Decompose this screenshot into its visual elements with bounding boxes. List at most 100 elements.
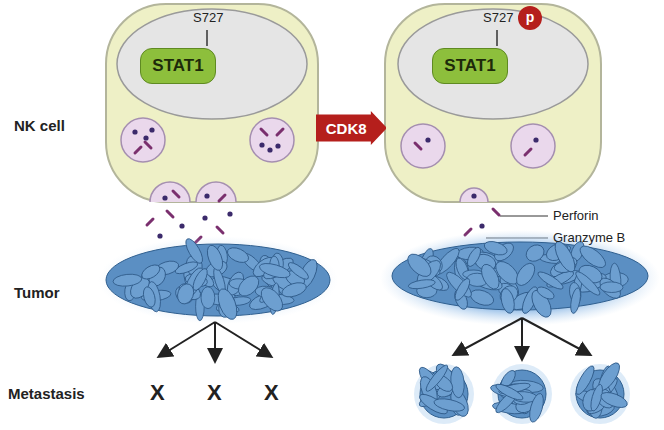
tumor-cell — [257, 284, 287, 315]
nucleus — [117, 9, 307, 119]
perforin-rod — [493, 209, 499, 215]
granzyme-dot — [157, 233, 162, 238]
perforin-rod — [217, 227, 223, 233]
granzyme-dot — [162, 195, 167, 200]
granule-contents — [132, 127, 538, 243]
tumor-cell — [112, 273, 142, 288]
protein-box: STAT1 — [432, 48, 508, 84]
tumor-cell — [214, 286, 240, 322]
tumor-cell — [204, 243, 225, 272]
granzyme-dot — [202, 215, 207, 220]
granzyme-dot — [149, 127, 154, 132]
tumor-cell — [523, 242, 547, 265]
tumor-cell — [468, 287, 495, 308]
granule — [511, 124, 555, 168]
tumor-cell — [600, 282, 623, 293]
tumor-cell — [478, 262, 503, 292]
secreting-granule — [150, 182, 190, 202]
perforin-rod — [415, 143, 421, 149]
granzyme-dot — [479, 223, 484, 228]
tumor-cell — [139, 262, 162, 282]
granule — [121, 118, 165, 162]
tumor-cell — [404, 250, 435, 281]
residue-label: S727 — [193, 10, 223, 25]
perforin-rod — [167, 211, 173, 217]
node-text: p — [526, 9, 535, 25]
nucleus — [398, 9, 588, 119]
metastases — [414, 360, 630, 424]
protein-box: STAT1 — [140, 48, 216, 84]
tumor-cell — [183, 236, 206, 265]
tumor-cell — [280, 280, 308, 300]
tumor — [392, 239, 648, 321]
perforin-rod — [261, 129, 267, 135]
tumor-halo — [380, 230, 660, 326]
residue-line — [496, 30, 498, 46]
tumor-cell — [235, 272, 263, 300]
granzyme-dot — [425, 137, 430, 142]
tumor-cell — [433, 396, 466, 413]
tumor-cell — [286, 260, 311, 282]
nk-cell — [106, 4, 318, 202]
tumor-cell — [225, 245, 251, 266]
blocked-mark: X — [150, 380, 165, 406]
molecule-label: Perforin — [553, 208, 599, 223]
residue-line — [206, 30, 208, 46]
tumor-cell — [527, 392, 546, 424]
tumor-halo — [98, 236, 338, 324]
perforin-rod — [147, 219, 153, 225]
tumor-cell — [483, 239, 509, 258]
perforin-rod — [173, 191, 179, 197]
metastasis-halo — [570, 364, 630, 424]
node-text: CDK8 — [326, 120, 367, 137]
tumor-cell — [465, 245, 483, 268]
granzyme-dot — [204, 193, 209, 198]
granzyme-dot — [227, 211, 232, 216]
molecule-label: Granzyme B — [553, 230, 625, 245]
granule — [250, 118, 294, 162]
granzyme-dot — [267, 147, 272, 152]
granzyme-dot — [275, 143, 280, 148]
residue-label: S727 — [483, 10, 513, 25]
leader-line — [500, 216, 548, 217]
granzyme-dot — [533, 137, 538, 142]
secreting-granule — [196, 182, 236, 202]
tumor-cell — [494, 381, 525, 402]
blocked-mark: X — [264, 380, 279, 406]
granule — [401, 124, 445, 168]
kinase-arrow: CDK8 — [316, 111, 387, 145]
tumor-cell — [201, 287, 215, 309]
tumor-cell — [258, 261, 292, 281]
perforin-rod — [525, 149, 531, 155]
tumor-cell — [450, 366, 466, 398]
tumor-mass — [106, 244, 330, 316]
row-label: Metastasis — [8, 385, 85, 402]
granzyme-dot — [143, 135, 148, 140]
granzyme-dot — [259, 142, 264, 147]
nk-cell — [385, 4, 601, 202]
tumor-cell — [599, 389, 629, 410]
phospho-circle: p — [518, 6, 542, 30]
tumor-cell — [175, 282, 197, 307]
perforin-rod — [145, 142, 151, 148]
node-text: STAT1 — [152, 56, 203, 76]
tumor-cell — [573, 269, 603, 298]
perforin-rod — [219, 195, 225, 201]
blocked-mark: X — [207, 380, 222, 406]
secreting-granule — [460, 188, 488, 202]
row-label: NK cell — [14, 117, 65, 134]
perforin-rod — [277, 129, 283, 135]
tumor-cell — [513, 260, 539, 289]
node-text: STAT1 — [444, 56, 495, 76]
tumor-cell — [141, 286, 157, 309]
branch-arrows — [160, 318, 589, 360]
tumor-cell — [423, 363, 450, 394]
tumor — [106, 236, 330, 322]
tumor-cell — [408, 278, 436, 290]
tumor-cell — [569, 287, 582, 314]
granzyme-dot — [132, 129, 137, 134]
perforin-rod — [135, 147, 141, 153]
row-label: Tumor — [14, 284, 60, 301]
tumor-cell — [452, 276, 472, 302]
